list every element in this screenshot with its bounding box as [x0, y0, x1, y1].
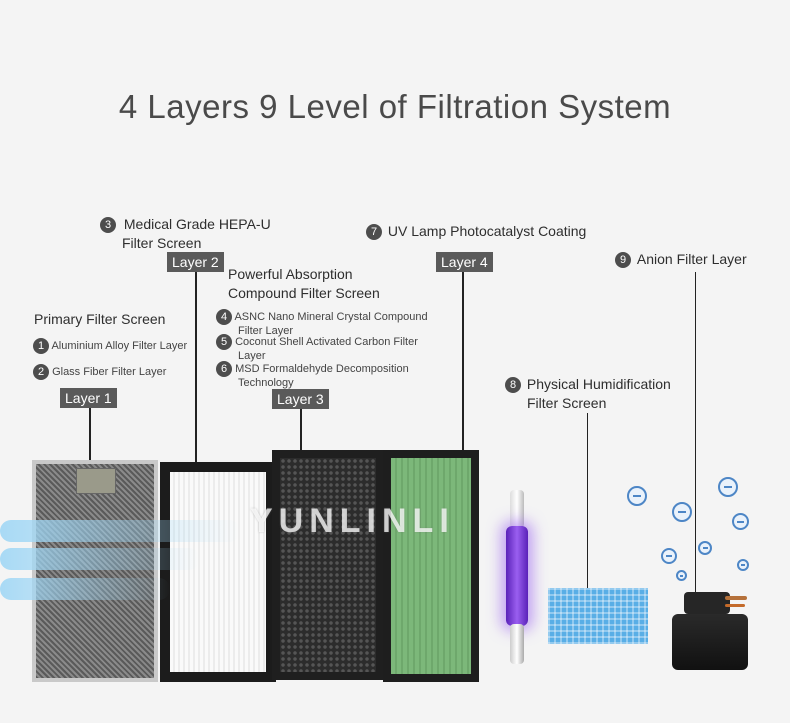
airflow-streak	[0, 578, 170, 600]
step-1-item: 1 Aluminium Alloy Filter Layer	[33, 338, 187, 354]
step-4-line1: ASNC Nano Mineral Crystal Compound	[234, 310, 428, 323]
step-5-line1: Coconut Shell Activated Carbon Filter	[235, 335, 418, 348]
airflow-streak	[0, 520, 240, 542]
step-4-badge: 4	[216, 309, 232, 325]
step-2-item: 2 Glass Fiber Filter Layer	[33, 364, 166, 380]
anion-bubble-icon	[676, 570, 687, 581]
airflow-streak	[0, 548, 200, 570]
uv-heading: UV Lamp Photocatalyst Coating	[387, 223, 587, 239]
anion-bubble-icon	[718, 477, 738, 497]
step-2-text: Glass Fiber Filter Layer	[52, 365, 167, 378]
anion-wire	[725, 596, 747, 600]
anion-heading: Anion Filter Layer	[636, 251, 747, 267]
page-title: 4 Layers 9 Level of Filtration System	[118, 88, 672, 125]
compound-heading-line2: Compound Filter Screen	[228, 285, 380, 301]
anion-bubble-icon	[737, 559, 749, 571]
carbon-filter-panel	[272, 450, 384, 680]
step-5-badge: 5	[216, 334, 232, 350]
step-7-badge: 7	[366, 224, 382, 241]
anion-bubble-icon	[627, 486, 647, 506]
compound-label: Powerful Absorption Compound Filter Scre…	[228, 265, 380, 303]
anion-wire	[725, 604, 745, 607]
aluminium-filter-panel	[32, 460, 158, 682]
humidification-label: 8 Physical Humidification Filter Screen	[505, 375, 671, 413]
humidification-filter	[548, 588, 648, 644]
step-2-badge: 2	[33, 364, 49, 380]
anion-leader-line	[695, 272, 696, 592]
step-6-badge: 6	[216, 361, 232, 377]
humidification-line1: Physical Humidification	[526, 376, 671, 392]
uv-lamp-cap-top	[510, 490, 524, 528]
watermark: YUNLINLI	[250, 502, 455, 540]
layer-3-tag: Layer 3	[272, 389, 329, 409]
anion-bubble-icon	[698, 541, 712, 555]
hepa-heading-line2: Filter Screen	[122, 235, 202, 251]
step-6-line1: MSD Formaldehyde Decomposition	[235, 362, 409, 375]
step-5-line2: Layer	[238, 350, 266, 362]
hepa-label: 3 Medical Grade HEPA-U Filter Screen	[100, 215, 271, 253]
step-8-badge: 8	[505, 377, 521, 394]
step-9-badge: 9	[615, 252, 631, 269]
step-4-line2: Filter Layer	[238, 325, 294, 337]
layer-2-tag: Layer 2	[167, 252, 224, 272]
step-6-item: 6 MSD Formaldehyde Decomposition Technol…	[216, 361, 409, 389]
anion-generator-box	[672, 614, 748, 670]
photocatalyst-filter-panel	[383, 450, 479, 682]
layer-3-leader-line	[300, 409, 302, 459]
step-1-text: Aluminium Alloy Filter Layer	[51, 339, 188, 352]
anion-label: 9 Anion Filter Layer	[615, 250, 747, 269]
photocatalyst-filter-media	[391, 458, 471, 674]
uv-lamp-cap-bottom	[510, 624, 524, 664]
layer-1-tag: Layer 1	[60, 388, 117, 408]
step-3-badge: 3	[100, 217, 116, 234]
step-4-item: 4 ASNC Nano Mineral Crystal Compound Fil…	[216, 309, 428, 337]
anion-bubble-icon	[661, 548, 677, 564]
step-6-line2: Technology	[238, 377, 294, 389]
humidification-leader-line	[587, 413, 588, 588]
step-1-badge: 1	[33, 338, 49, 354]
anion-bubble-icon	[732, 513, 749, 530]
hepa-heading-line1: Medical Grade HEPA-U	[123, 216, 271, 232]
hepa-filter-media	[170, 472, 266, 672]
filter-tab	[76, 468, 116, 494]
uv-lamp-tube	[506, 526, 528, 626]
layer-2-leader-line	[195, 272, 197, 462]
primary-heading: Primary Filter Screen	[34, 311, 166, 327]
layer-4-leader-line	[462, 272, 464, 450]
carbon-filter-media	[280, 458, 376, 672]
uv-lamp	[506, 490, 528, 670]
anion-emitter	[684, 592, 730, 614]
step-5-item: 5 Coconut Shell Activated Carbon Filter …	[216, 334, 418, 362]
layer-4-tag: Layer 4	[436, 252, 493, 272]
uv-label: 7 UV Lamp Photocatalyst Coating	[366, 222, 586, 241]
anion-bubble-icon	[672, 502, 692, 522]
hepa-filter-panel	[160, 462, 276, 682]
humidification-line2: Filter Screen	[527, 395, 607, 411]
layer-1-leader-line	[89, 408, 91, 463]
compound-heading-line1: Powerful Absorption	[228, 266, 353, 282]
